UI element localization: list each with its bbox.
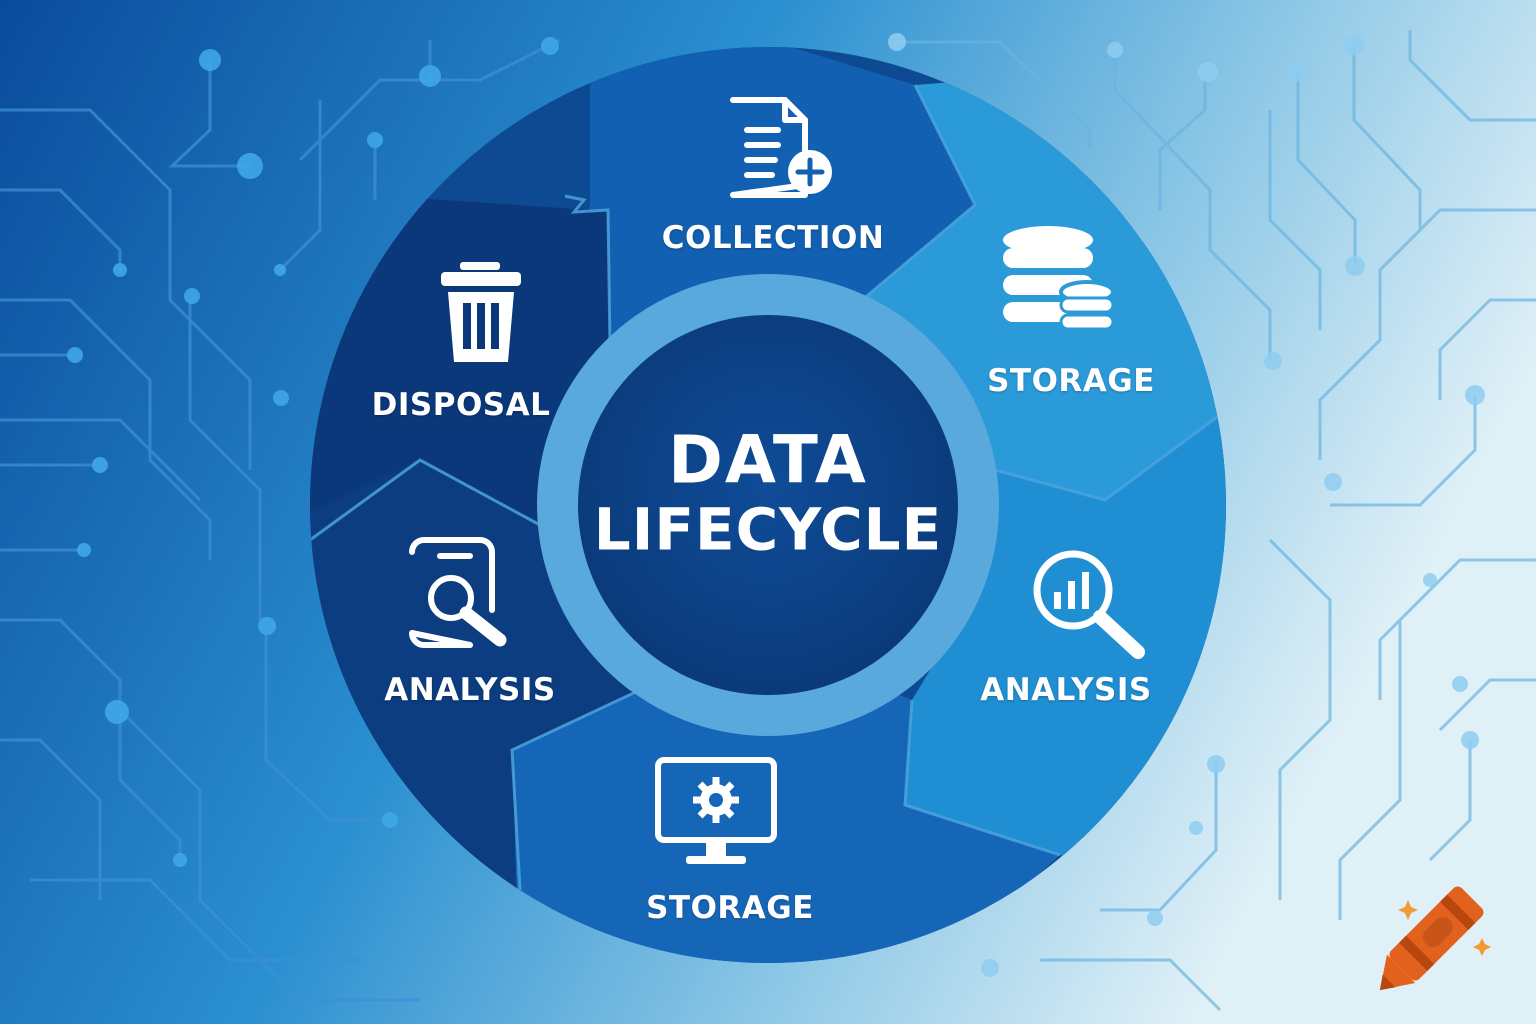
stage-label-storage-top: STORAGE	[987, 363, 1155, 399]
stage-label-analysis-right: ANALYSIS	[980, 672, 1152, 708]
circuit-pattern-right	[895, 30, 1536, 1012]
document-search-icon	[409, 537, 507, 648]
circuit-pattern-left	[0, 38, 561, 1002]
inner-ring	[537, 274, 999, 736]
chart-magnifier-icon	[1033, 550, 1145, 659]
stage-label-storage-bottom: STORAGE	[646, 890, 814, 926]
circuit-nodes-left	[67, 37, 559, 867]
stage-label-collection: COLLECTION	[661, 220, 885, 256]
crayon-icon	[1379, 886, 1491, 991]
stage-label-disposal: DISPOSAL	[371, 387, 551, 423]
center-title-line1: DATA	[668, 421, 868, 499]
segment-storage-bottom	[512, 680, 1060, 963]
trash-icon	[441, 262, 521, 362]
center-title: DATA LIFECYCLE	[593, 421, 943, 564]
monitor-gear-icon	[655, 757, 777, 864]
document-add-icon	[730, 97, 832, 198]
circuit-nodes-right	[888, 33, 1485, 977]
center-disc	[578, 315, 958, 695]
center-title-line2: LIFECYCLE	[593, 495, 943, 564]
database-icon	[1003, 226, 1115, 331]
stage-label-analysis-left: ANALYSIS	[384, 672, 556, 708]
